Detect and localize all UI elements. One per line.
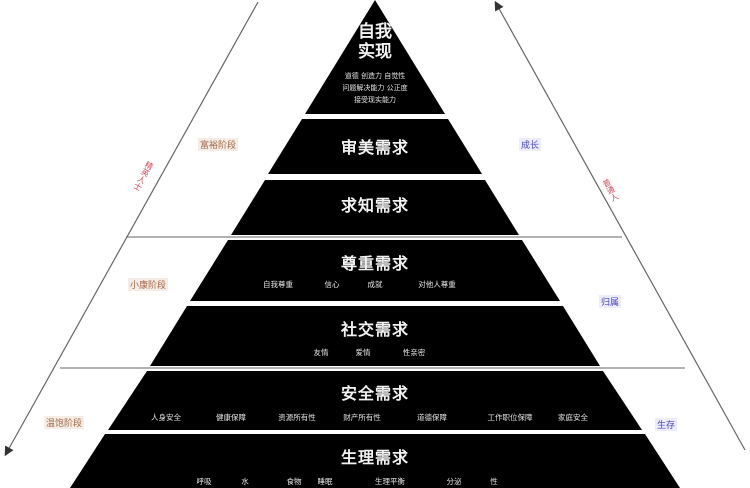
tier-item: 睡眠 [317,477,333,486]
tier-physiological-title: 生理需求 [340,448,409,467]
stage-label-moderately-prosperous: 小康阶段 [128,278,169,291]
tier-item: 家庭安全 [558,413,588,422]
tier-cognitive-title: 求知需求 [340,196,409,215]
right-label-belonging: 归属 [599,295,622,308]
tier-item-row: 接受现实能力 [354,96,396,104]
tier-item: 性亲密 [402,348,426,357]
tier-item: 资源所有性 [278,413,316,422]
tier-aesthetic-shape [268,119,482,174]
tier-item: 工作职位保障 [487,413,533,422]
tier-safety-title: 安全需求 [340,384,409,403]
tier-item: 友情 [313,348,329,357]
right-arrow [494,0,746,451]
tier-item: 对他人尊重 [418,280,456,289]
tier-item: 爱情 [355,348,371,357]
tier-social-shape [150,306,600,366]
tier-item: 人身安全 [151,413,181,422]
tier-title-line1: 自我 [358,22,392,42]
tier-item: 成就 [367,280,383,289]
tier-item: 财产所有性 [343,413,381,422]
tier-esteem-title: 尊重需求 [340,254,409,273]
tier-item: 道德保障 [417,413,447,422]
tier-self-actualization-shape [305,0,445,114]
stage-label-subsistence: 温饱阶段 [44,416,85,429]
tier-self-actualization-items: 道德 创造力 自觉性 问题解决能力 公正度 接受现实能力 [300,70,450,106]
right-label-survival: 生存 [655,418,678,431]
tier-item: 食物 [286,477,302,486]
tier-physiological-shape [70,434,680,488]
left-arrow [4,1,259,457]
tier-social-title: 社交需求 [340,320,409,339]
tier-item-row: 道德 创造力 自觉性 [344,72,406,80]
tier-item: 水 [241,477,249,486]
tier-item: 性 [490,477,498,486]
tier-title-line2: 实现 [358,42,392,62]
tier-esteem-shape [190,240,560,301]
stage-label-wealthy: 富裕阶段 [198,138,239,151]
tier-item: 分泌 [446,477,462,486]
tier-item: 生理平衡 [375,477,405,486]
tier-item: 信心 [324,280,340,289]
tier-item: 健康保障 [216,413,246,422]
right-label-growth: 成长 [519,138,542,151]
tier-item: 自我尊重 [263,280,293,289]
tier-item: 呼吸 [196,477,212,486]
tier-safety-shape [108,371,642,430]
tier-cognitive-shape [231,180,519,235]
tier-item-row: 问题解决能力 公正度 [342,84,408,92]
tier-self-actualization-title: 自我 实现 [325,22,425,62]
tier-aesthetic-title: 审美需求 [340,138,409,157]
